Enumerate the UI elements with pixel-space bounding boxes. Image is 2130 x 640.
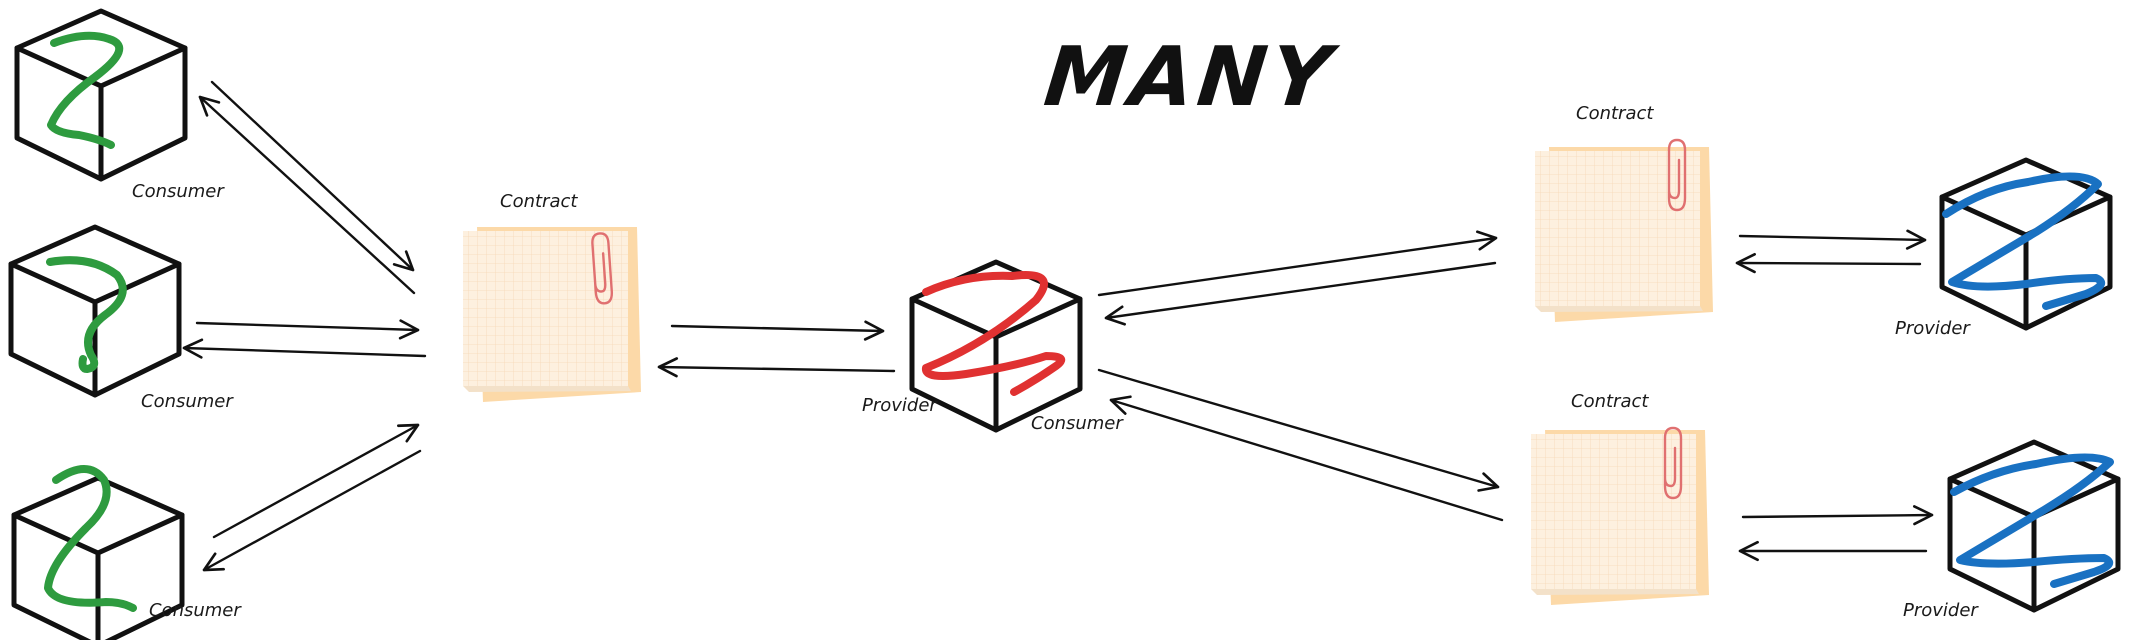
arrow-icon [657, 357, 896, 378]
contract-label-left: Contract [500, 191, 578, 212]
arrow-icon [210, 80, 415, 272]
consumer-glyph [44, 465, 137, 612]
consumer-label-3: Consumer [149, 600, 241, 621]
contract-label-bottom-right: Contract [1571, 391, 1649, 412]
arrow-icon [1104, 261, 1497, 326]
provider-cube-1 [1942, 160, 2110, 328]
contract-note-left [463, 227, 641, 402]
arrow-icon [670, 320, 885, 341]
contract-note-bottom-right [1531, 430, 1709, 605]
consumer-glyph [47, 31, 124, 149]
arrow-icon [202, 449, 422, 572]
consumer-label-middle: Consumer [1031, 413, 1123, 434]
arrow-icon [198, 95, 416, 295]
contract-note-top-right [1535, 147, 1713, 322]
consumer-cube-3 [14, 465, 182, 640]
provider-cube-2 [1950, 442, 2118, 610]
arrow-icon [1738, 229, 1927, 250]
sticky-note-icon [1535, 147, 1713, 322]
consumer-glyph [46, 256, 127, 373]
arrow-icon [1109, 395, 1504, 522]
contract-label-top-right: Contract [1576, 103, 1654, 124]
middle-glyph [922, 271, 1066, 396]
sticky-note-icon [463, 227, 641, 402]
provider-label-1: Provider [1895, 318, 1970, 339]
consumer-cube-2 [11, 227, 179, 395]
arrow-icon [1741, 505, 1934, 526]
arrow-icon [212, 423, 420, 539]
consumer-label-2: Consumer [141, 391, 233, 412]
arrow-icon [1097, 368, 1500, 492]
provider-label-2: Provider [1903, 600, 1978, 621]
arrow-icon [182, 338, 427, 359]
sticky-note-icon [1531, 430, 1709, 605]
middle-cube [912, 262, 1080, 430]
consumer-cube-1 [17, 11, 185, 179]
provider-label-middle: Provider [862, 395, 937, 416]
arrow-icon [195, 319, 420, 340]
provider-glyph [1950, 453, 2114, 588]
arrow-icon [1735, 252, 1922, 274]
arrow-icon [1097, 230, 1498, 297]
consumer-label-1: Consumer [132, 181, 224, 202]
provider-glyph [1942, 172, 2105, 310]
